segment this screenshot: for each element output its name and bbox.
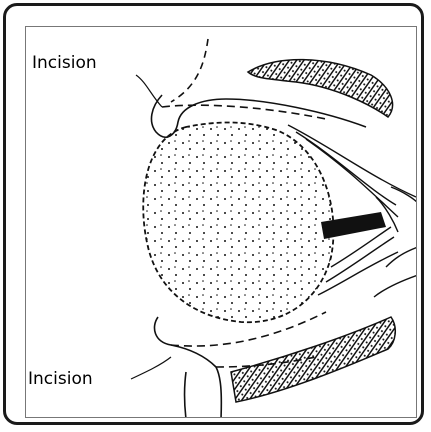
upper-orbital-bone — [248, 60, 393, 117]
diagram-panel: Incision Incision — [25, 26, 417, 418]
lower-orbital-bone — [231, 317, 395, 402]
incision-label-bottom: Incision — [28, 371, 93, 388]
eye-surgery-illustration — [26, 27, 417, 418]
incision-label-top: Incision — [32, 55, 97, 72]
eyeball — [143, 122, 333, 322]
diagram-frame: Incision Incision — [3, 3, 424, 425]
